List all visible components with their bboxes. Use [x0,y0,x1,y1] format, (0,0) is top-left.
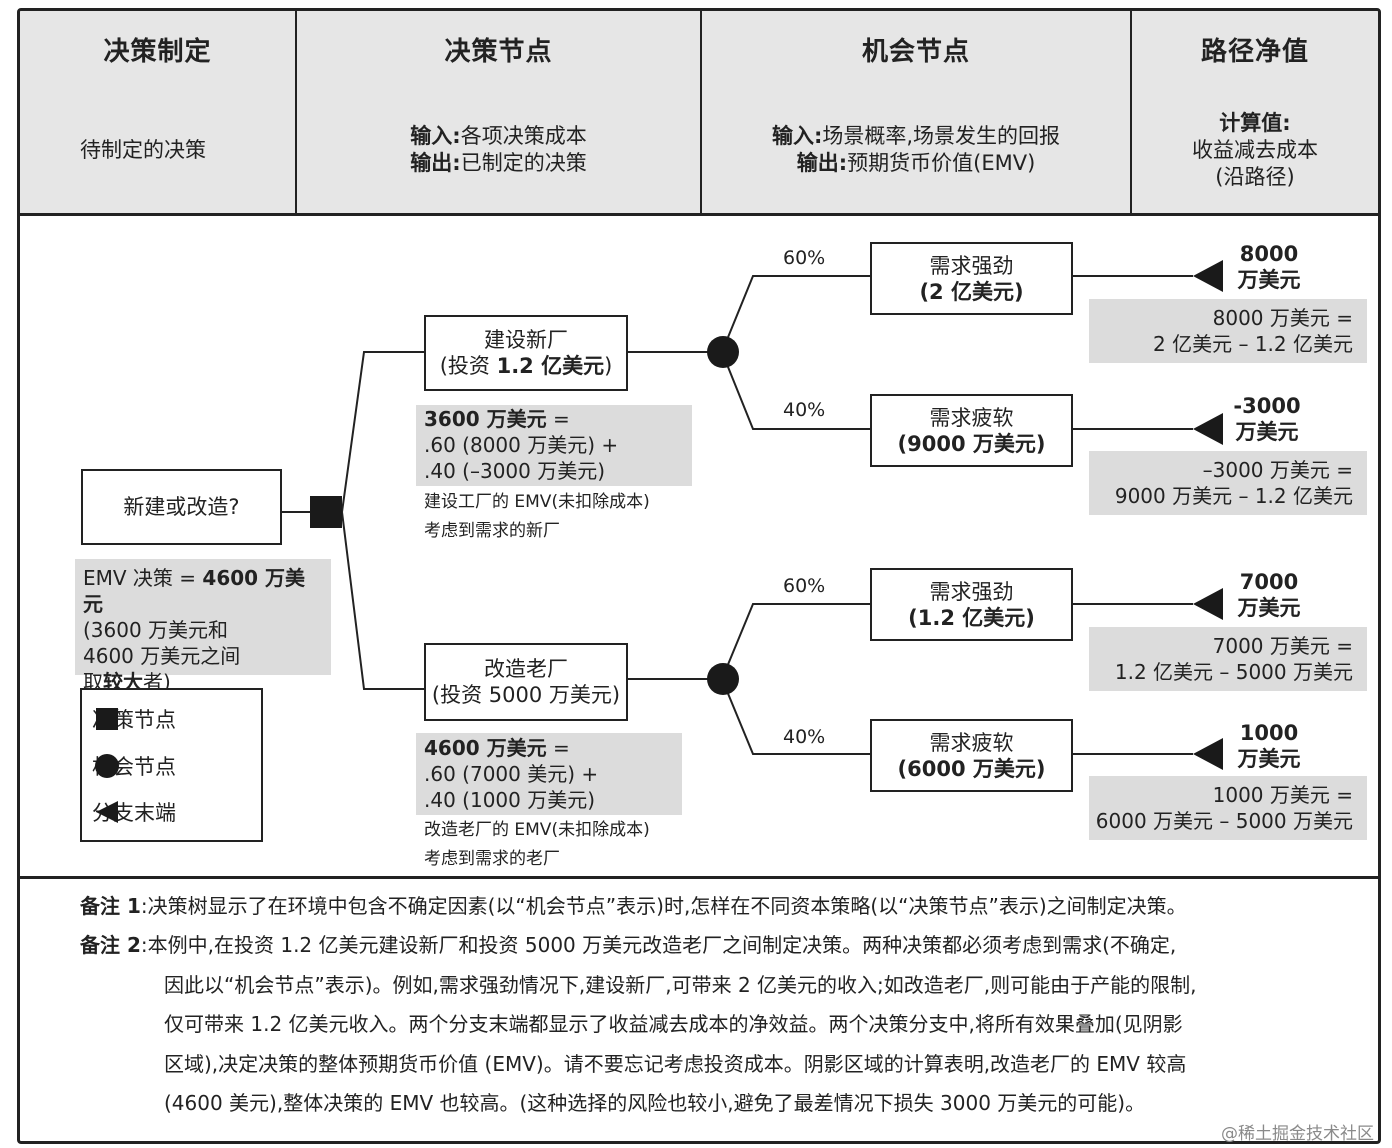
path-value-desc: 计算值: 收益减去成本 (沿路径) [1192,110,1318,189]
triangle-left-icon [96,801,118,823]
chance-node-circle-1 [707,336,739,368]
outcome-renovate-strong: 需求强劲 (1.2 亿美元) [870,568,1073,641]
build-emv-shade: 3600 万美元 = .60 (8000 万美元) + .40 (–3000 万… [416,405,692,486]
prob-renovate-strong: 60% [783,575,826,597]
decision-making-desc: 待制定的决策 [80,137,206,162]
note-1: 备注 1:决策树显示了在环境中包含不确定因素(以“机会节点”表示)时,怎样在不同… [80,894,1187,918]
branch-end-triangle-2 [1193,413,1223,445]
connector-decision-build [341,351,424,513]
chance-node-circle-2 [707,663,739,695]
renovate-emv-note: 改造老厂的 EMV(未扣除成本) 考虑到需求的老厂 [424,820,650,869]
column-title-path-value: 路径净值 [1200,36,1309,67]
connector-chance2-weak [721,678,870,755]
prob-renovate-weak: 40% [783,726,826,748]
note-2-line-2: 因此以“机会节点”表示)。例如,需求强劲情况下,建设新厂,可带来 2 亿美元的收… [164,973,1197,997]
outcome-renovate-weak: 需求疲软 (6000 万美元) [870,719,1073,792]
decision-tree: 新建或改造? EMV 决策 = 4600 万美元 (3600 万美元和 4600… [20,213,1378,876]
connector-chance1-strong [721,275,870,353]
legend: 决策节点 机会节点 分支末端 [80,688,263,842]
square-icon [96,708,118,730]
prob-build-strong: 60% [783,247,826,269]
branch-end-triangle-3 [1193,588,1223,620]
connector-chance2-strong [721,603,870,680]
column-title-decision-making: 决策制定 [103,36,212,67]
outcome-build-strong: 需求强劲 (2 亿美元) [870,242,1073,315]
root-decision-box: 新建或改造? [81,469,282,545]
root-emv-shade: EMV 决策 = 4600 万美元 (3600 万美元和 4600 万美元之间 … [75,559,331,694]
outcome-build-weak: 需求疲软 (9000 万美元) [870,394,1073,467]
path-calc-3: 7000 万美元 =1.2 亿美元 – 5000 万美元 [1089,627,1367,691]
decision-node-desc: 输入:各项决策成本 输出:已制定的决策 [410,124,587,175]
decision-tree-figure: 决策制定 决策节点 机会节点 路径净值 待制定的决策 输入:各项决策成本 输出:… [17,8,1381,1144]
build-emv-note: 建设工厂的 EMV(未扣除成本) 考虑到需求的新厂 [424,492,650,541]
renovate-emv-shade: 4600 万美元 = .60 (7000 美元) + .40 (1000 万美元… [416,733,682,815]
path-calc-4: 1000 万美元 =6000 万美元 – 5000 万美元 [1089,776,1367,840]
header-title-row: 决策制定 决策节点 机会节点 路径净值 [20,11,1378,89]
footnotes: 备注 1:决策树显示了在环境中包含不确定因素(以“机会节点”表示)时,怎样在不同… [20,876,1378,1141]
note-2-line-3: 仅可带来 1.2 亿美元收入。两个分支末端都显示了收益减去成本的净效益。两个决策… [164,1012,1183,1036]
watermark: @稀土掘金技术社区 [1221,1124,1374,1144]
path-calc-1: 8000 万美元 =2 亿美元 – 1.2 亿美元 [1089,299,1367,363]
note-2-line-4: 区域),决定决策的整体预期货币价值 (EMV)。请不要忘记考虑投资成本。阴影区域… [164,1052,1187,1076]
tree-connectors [282,260,1223,770]
column-title-decision-node: 决策节点 [444,36,553,67]
branch-end-triangle-4 [1193,738,1223,770]
circle-icon [95,754,119,778]
renovate-old-plant-box: 改造老厂 (投资 5000 万美元) [424,643,628,721]
prob-build-weak: 40% [783,399,826,421]
legend-branch-end: 分支末端 [92,797,176,827]
branch-end-triangle-1 [1193,260,1223,292]
note-2-line-1: 备注 2:本例中,在投资 1.2 亿美元建设新厂和投资 5000 万美元改造老厂… [80,933,1177,957]
path-calc-2: –3000 万美元 =9000 万美元 – 1.2 亿美元 [1089,451,1367,515]
header-description-row: 待制定的决策 输入:各项决策成本 输出:已制定的决策 输入:场景概率,场景发生的… [20,87,1378,216]
column-title-chance-node: 机会节点 [861,36,970,67]
decision-node-square [310,496,342,528]
chance-node-desc: 输入:场景概率,场景发生的回报 输出:预期货币价值(EMV) [771,124,1061,175]
connector-decision-renovate [341,511,424,690]
legend-chance-node: 机会节点 [92,751,176,781]
note-2-line-5: (4600 美元),整体决策的 EMV 也较高。(这种选择的风险也较小,避免了最… [164,1091,1146,1115]
build-new-plant-box: 建设新厂 (投资 1.2 亿美元) [424,315,628,391]
legend-decision-node: 决策节点 [92,704,176,734]
connector-chance1-weak [721,351,870,430]
